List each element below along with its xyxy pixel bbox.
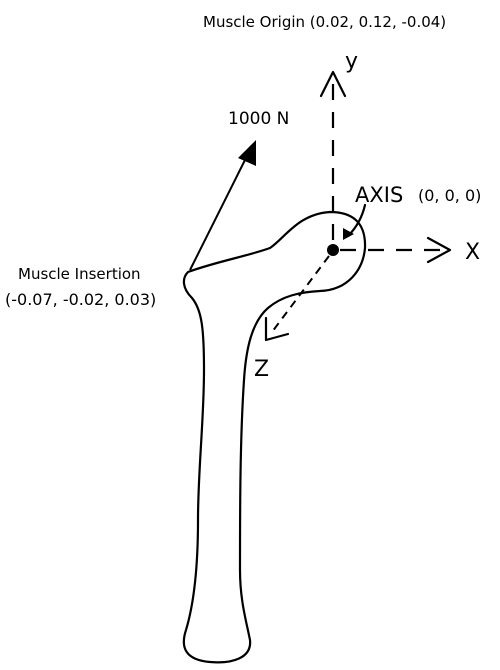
- muscle-insertion-label: Muscle Insertion: [18, 265, 141, 283]
- y-axis-label: y: [345, 49, 358, 74]
- axis-pointer-arrowhead: [343, 228, 354, 240]
- muscle-insertion-coords: (-0.07, -0.02, 0.03): [5, 290, 156, 309]
- y-axis-arrowhead: [319, 70, 347, 98]
- x-axis-arrowhead: [426, 236, 452, 264]
- z-axis-line: [271, 255, 330, 333]
- z-axis-arrowhead: [264, 316, 290, 342]
- force-label: 1000 N: [228, 109, 289, 129]
- axis-coords-label: (0, 0, 0): [418, 186, 481, 205]
- bone-outline: [182, 210, 367, 664]
- force-vector-line: [189, 157, 247, 271]
- z-axis-label: Z: [254, 357, 269, 382]
- axis-origin-dot: [327, 244, 339, 256]
- muscle-origin-label: Muscle Origin (0.02, 0.12, -0.04): [203, 13, 446, 31]
- axis-label: AXIS: [355, 183, 403, 207]
- force-vector-arrowhead: [238, 140, 256, 166]
- x-axis-label: X: [465, 240, 480, 265]
